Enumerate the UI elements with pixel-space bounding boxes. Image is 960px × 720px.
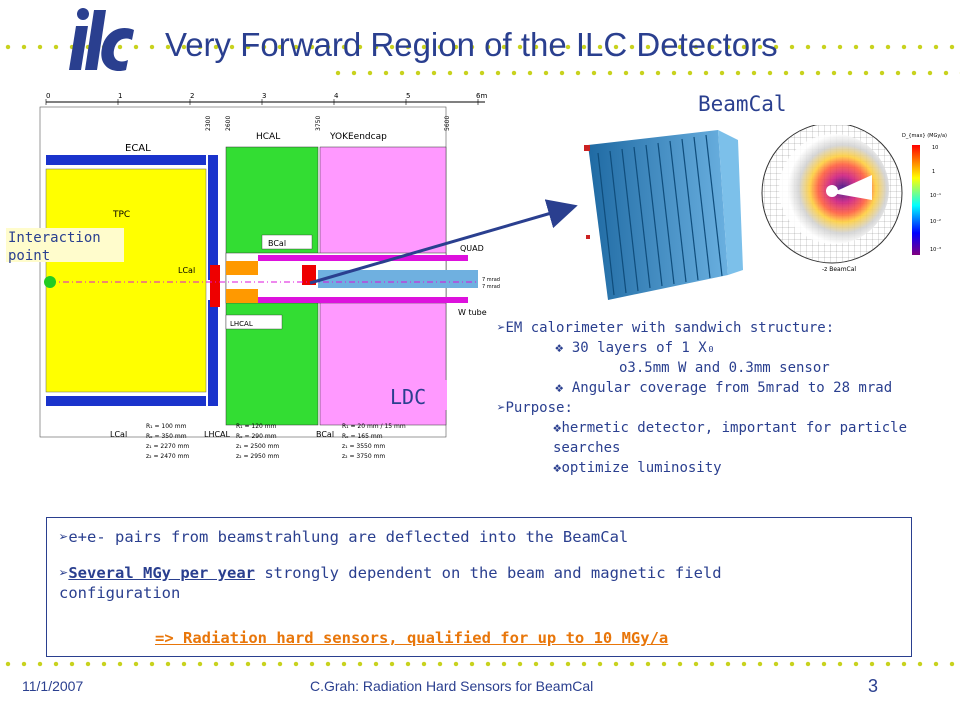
bullet-level2: ❖ 30 layers of 1 X₀ <box>555 340 716 356</box>
lhcal-param: z₁ = 2500 mm <box>236 443 279 450</box>
scale-tick-2: 2 <box>190 92 194 100</box>
bottom-lcal-label: LCal <box>110 430 127 439</box>
bottom-lhcal-label: LHCAL <box>204 430 231 439</box>
bullet-level2: ❖optimize luminosity <box>553 460 722 476</box>
arrow-bullet-icon: ➢ <box>59 528 69 546</box>
hcal-label: HCAL <box>256 132 280 142</box>
summary-box: ➢e+e- pairs from beamstrahlung are defle… <box>46 517 912 657</box>
beamcal-dose-map: D_{max} (MGy/a) 10 1 10⁻¹ 10⁻² 10⁻³ -z B… <box>761 125 947 273</box>
dim-3750: 3750 <box>315 116 322 131</box>
lhcal-param: R₁ = 120 mm <box>236 423 277 430</box>
diamond-bullet-icon: ❖ <box>553 460 562 476</box>
lhcal-label: LHCAL <box>230 320 253 328</box>
summary-line-1: ➢e+e- pairs from beamstrahlung are defle… <box>59 528 629 546</box>
dim-5600: 5600 <box>444 116 451 131</box>
dose-unit: D_{max} (MGy/a) <box>902 133 947 139</box>
yoke-label: YOKEendcap <box>329 132 387 142</box>
beamcal-title: BeamCal <box>698 92 787 116</box>
dose-scale-tick: 10⁻³ <box>930 247 941 253</box>
bcal-param: z₁ = 3550 mm <box>342 443 385 450</box>
decorative-dots-top <box>0 44 960 50</box>
ecal-label: ECAL <box>125 143 151 154</box>
page-title: Very Forward Region of the ILC Detectors <box>165 26 778 63</box>
ldc-label: LDC <box>390 385 426 409</box>
lcal-param: z₁ = 2270 mm <box>146 443 189 450</box>
arrow-bullet-icon: ➢ <box>497 320 506 336</box>
bullet-level1: ➢Purpose: <box>497 400 573 416</box>
mrad-label-1: 7 mrad <box>482 277 500 283</box>
summary-line-3: configuration <box>59 584 181 602</box>
conclusion-link[interactable]: => Radiation hard sensors, qualified for… <box>155 629 669 647</box>
lcal-param: z₂ = 2470 mm <box>146 453 189 460</box>
lcal-label: LCal <box>178 266 195 275</box>
bullet-level2: ❖ Angular coverage from 5mrad to 28 mrad <box>555 380 893 396</box>
mrad-label-2: 7 mrad <box>482 284 500 290</box>
bottom-bcal-label: BCal <box>316 430 334 439</box>
lhcal-param: Rₒ = 290 mm <box>236 433 277 440</box>
page-number: 3 <box>868 676 879 696</box>
decorative-dots-bottom <box>0 661 960 667</box>
decorative-dots-title-underline <box>330 70 960 76</box>
diamond-bullet-icon: ❖ <box>555 380 572 396</box>
summary-line-2: ➢Several MGy per year strongly dependent… <box>59 564 722 582</box>
footer-date: 11/1/2007 <box>22 678 84 694</box>
bullet-level1: ➢EM calorimeter with sandwich structure: <box>497 320 835 336</box>
bullet-level3: o3.5mm W and 0.3mm sensor <box>619 360 830 376</box>
scale-tick-3: 3 <box>262 92 266 100</box>
beamcal-description: ➢EM calorimeter with sandwich structure:… <box>497 318 947 478</box>
scale-tick-0: 0 <box>46 92 50 100</box>
interaction-point-label: Interaction point <box>6 228 124 264</box>
bcal-param: R₁ = 20 mm / 15 mm <box>342 423 406 430</box>
footer-author-title: C.Grah: Radiation Hard Sensors for BeamC… <box>310 678 594 694</box>
bullet-level2: ❖hermetic detector, important for partic… <box>553 420 908 436</box>
w-tube-label: W tube <box>458 308 487 317</box>
ldc-detector-diagram: 0 1 2 3 4 5 6m 2300 2600 3750 5600 ECAL … <box>39 92 500 460</box>
dim-2300: 2300 <box>205 116 212 131</box>
bcal-param: z₂ = 3750 mm <box>342 453 385 460</box>
bcal-param: Rₒ = 165 mm <box>342 433 383 440</box>
arrow-bullet-icon: ➢ <box>497 400 506 416</box>
scale-tick-6: 6m <box>476 92 487 100</box>
dose-scale-tick: 10 <box>932 145 938 151</box>
ilc-logo: ilc <box>69 8 134 72</box>
bcal-label: BCal <box>268 239 286 248</box>
scale-tick-5: 5 <box>406 92 410 100</box>
dose-scale-tick: 10⁻¹ <box>930 193 941 199</box>
dose-scale-tick: 1 <box>932 169 935 175</box>
scale-tick-1: 1 <box>118 92 122 100</box>
arrow-bullet-icon: ➢ <box>59 564 69 582</box>
diamond-bullet-icon: ❖ <box>555 340 572 356</box>
pointer-arrow <box>309 199 578 285</box>
quad-label: QUAD <box>460 244 484 253</box>
dose-map-caption: -z BeamCal <box>822 266 856 273</box>
dim-2600: 2600 <box>225 116 232 131</box>
several-mgy-link[interactable]: Several MGy per year <box>68 564 255 582</box>
diamond-bullet-icon: ❖ <box>553 420 562 436</box>
dose-scale-tick: 10⁻² <box>930 219 941 225</box>
beamcal-3d-render <box>584 130 743 300</box>
tpc-label: TPC <box>112 210 130 220</box>
lcal-param: R₁ = 100 mm <box>146 423 187 430</box>
bullet-level2-continuation: searches <box>553 440 621 456</box>
scale-tick-4: 4 <box>334 92 339 100</box>
lcal-param: Rₒ = 350 mm <box>146 433 187 440</box>
lhcal-param: z₂ = 2950 mm <box>236 453 279 460</box>
